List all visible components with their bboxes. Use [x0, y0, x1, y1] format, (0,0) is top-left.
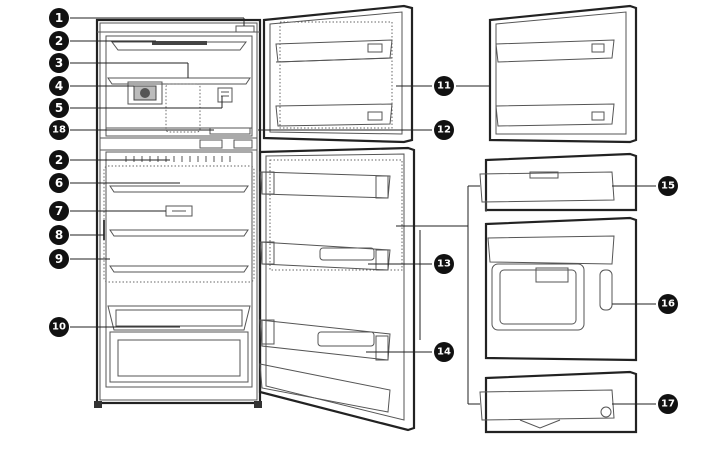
callout-13: 13 [434, 254, 454, 274]
svg-text:6: 6 [55, 176, 63, 190]
svg-text:7: 7 [55, 204, 63, 218]
callout-12: 12 [434, 120, 454, 140]
callout-badges: 1 2 3 4 5 18 2 6 7 8 9 10 11 12 13 14 15… [49, 8, 678, 414]
detail-freezer-door [488, 4, 638, 144]
detail-bottom-bin [479, 370, 638, 434]
svg-text:2: 2 [55, 34, 63, 48]
freezer-door [262, 4, 414, 144]
callout-14: 14 [434, 342, 454, 362]
callout-15: 15 [658, 176, 678, 196]
callout-7: 7 [49, 201, 69, 221]
svg-text:2: 2 [55, 153, 63, 167]
callout-2-fridge: 2 [49, 150, 69, 170]
svg-text:15: 15 [661, 181, 675, 192]
svg-text:11: 11 [437, 81, 451, 92]
callout-18: 18 [49, 120, 69, 140]
svg-text:8: 8 [55, 228, 63, 242]
detail-door-bin [479, 152, 638, 212]
callout-16: 16 [658, 294, 678, 314]
svg-text:1: 1 [55, 11, 63, 25]
svg-text:3: 3 [55, 56, 63, 70]
callout-10: 10 [49, 317, 69, 337]
callout-5: 5 [49, 98, 69, 118]
svg-text:17: 17 [661, 399, 675, 410]
svg-text:5: 5 [55, 101, 63, 115]
callout-17: 17 [658, 394, 678, 414]
callout-2-freezer: 2 [49, 31, 69, 51]
freezer-compartment [105, 35, 253, 137]
svg-text:12: 12 [437, 125, 451, 136]
callout-9: 9 [49, 249, 69, 269]
fridge-door [258, 146, 416, 432]
callout-1: 1 [49, 8, 69, 28]
callout-11: 11 [434, 76, 454, 96]
svg-text:18: 18 [52, 125, 66, 136]
detail-dispenser [484, 216, 638, 362]
svg-text:9: 9 [55, 252, 63, 266]
callout-6: 6 [49, 173, 69, 193]
svg-text:14: 14 [437, 347, 451, 358]
svg-text:10: 10 [52, 322, 66, 333]
callout-3: 3 [49, 53, 69, 73]
svg-text:13: 13 [437, 259, 451, 270]
svg-text:16: 16 [661, 299, 675, 310]
fridge-compartment [103, 151, 255, 388]
svg-text:4: 4 [55, 79, 63, 93]
leader-lines [70, 17, 656, 405]
callout-4: 4 [49, 76, 69, 96]
fridge-cabinet [94, 18, 262, 408]
callout-8: 8 [49, 225, 69, 245]
